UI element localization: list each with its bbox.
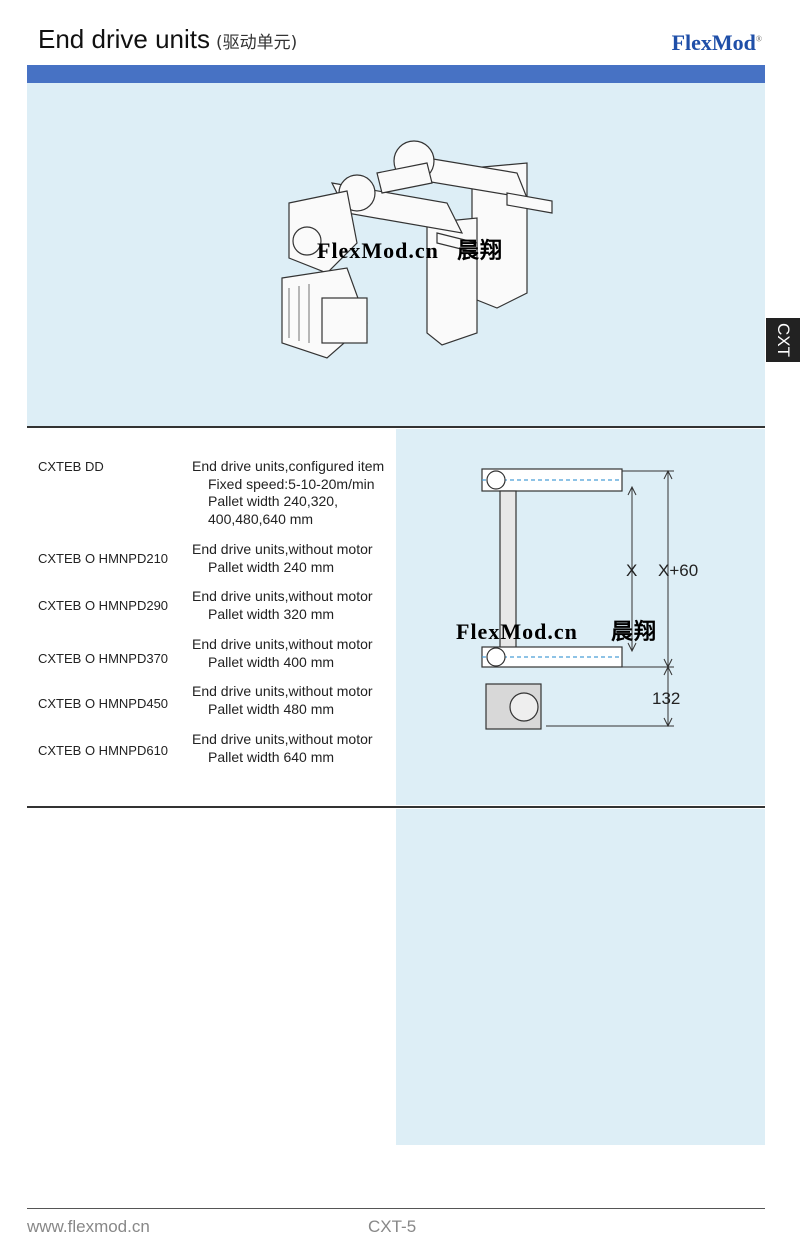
dim-x-label: X [626,561,637,580]
divider-top [27,426,765,428]
watermark-hero: FlexMod.cn [317,238,439,263]
section-tab[interactable]: CXT [766,318,800,362]
desc-line: Pallet width 480 mm [208,700,335,717]
footer-url[interactable]: www.flexmod.cn [27,1217,150,1236]
dimension-lines [546,469,674,728]
front-arm [436,232,478,254]
divider-middle [27,806,765,808]
product-code: CXTEB O HMNPD210 [38,551,169,566]
watermark-drawing-cn: 晨翔 [611,619,657,644]
product-code: CXTEB DD [38,459,104,474]
desc-line: End drive units,without motor [192,541,373,557]
page-number: CXT-5 [368,1217,417,1236]
product-description: End drive units,without motor Pallet wid… [192,683,373,718]
desc-line: Pallet width 240,320, [208,493,338,509]
brand-name: FlexMod [671,30,756,55]
drive-unit-illustration: FlexMod.cn 晨翔 [281,140,553,359]
dim-x60-label: X+60 [658,561,698,580]
desc-line: End drive units,without motor [192,588,373,604]
product-code: CXTEB O HMNPD290 [38,598,169,613]
dim-132-label: 132 [652,689,680,708]
hero-illustration-panel: FlexMod.cn 晨翔 [27,83,765,426]
desc-line: Pallet width 240 mm [208,558,335,575]
desc-line: Pallet width 640 mm [208,748,335,765]
product-description: End drive units,without motor Pallet wid… [192,541,373,576]
dimension-drawing: X X+60 132 FlexMod.cn 晨翔 [456,468,698,730]
page-title-cn: (驱动单元) [215,33,298,53]
product-description: End drive units,without motor Pallet wid… [192,731,373,766]
section-tab-label: CXT [774,323,793,357]
page-title-text: End drive units [38,24,210,54]
desc-line: End drive units,without motor [192,636,373,652]
product-description: End drive units,configured item Fixed sp… [192,458,384,528]
back-arm [506,192,553,214]
desc-line: Fixed speed:5-10-20m/min [208,475,375,492]
desc-line: End drive units,configured item [192,458,385,474]
product-code: CXTEB O HMNPD610 [38,743,169,758]
watermark-hero-cn: 晨翔 [457,238,503,263]
product-code: CXTEB O HMNPD450 [38,696,169,711]
brand-logo: FlexMod® [672,30,762,56]
desc-line: 400,480,640 mm [208,510,314,527]
desc-line: End drive units,without motor [192,683,373,699]
desc-line: Pallet width 400 mm [208,653,335,670]
desc-line: Pallet width 320 mm [208,605,335,622]
blank-panel [396,809,765,1145]
motor-terminal-box [321,297,368,344]
desc-line: End drive units,without motor [192,731,373,747]
product-description: End drive units,without motor Pallet wid… [192,636,373,671]
product-code: CXTEB O HMNPD370 [38,651,169,666]
watermark-drawing: FlexMod.cn [456,619,578,644]
header-bar [27,65,765,83]
product-description: End drive units,without motor Pallet wid… [192,588,373,623]
drive-shaft [376,162,433,194]
gearbox-flange [292,226,322,256]
dimension-drawing-panel: X X+60 132 FlexMod.cn 晨翔 [396,429,765,805]
registered-mark: ® [755,34,762,44]
footer-divider [27,1208,765,1209]
page-title: End drive units(驱动单元) [38,24,297,55]
